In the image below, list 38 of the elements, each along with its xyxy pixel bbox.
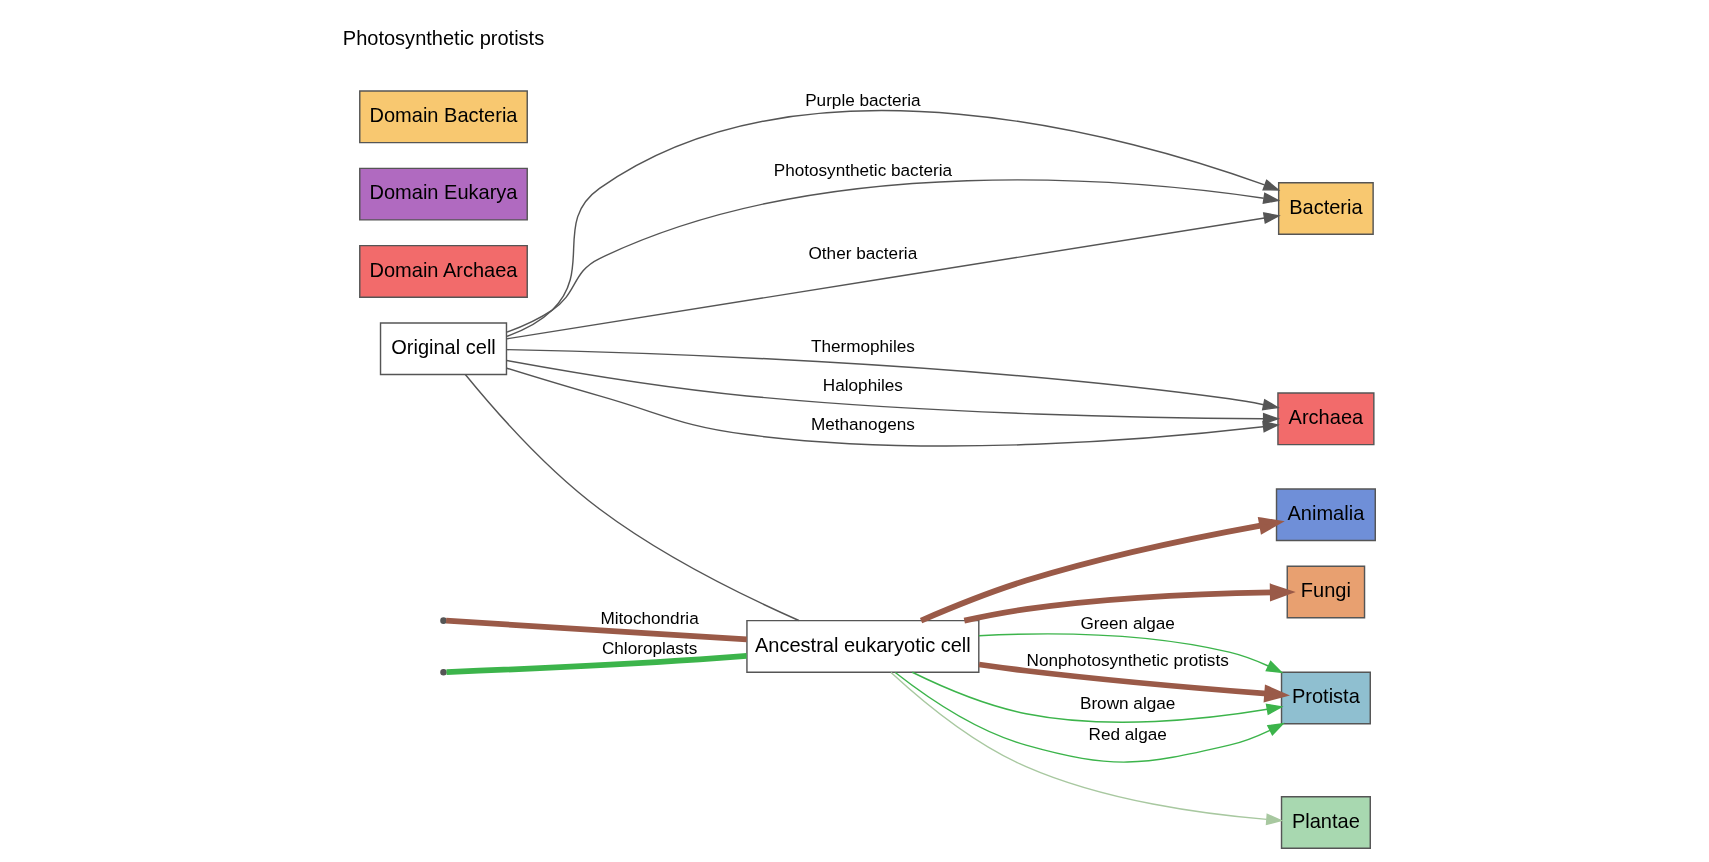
node-box: Domain Bacteria xyxy=(358,90,528,144)
connector xyxy=(464,373,800,622)
edge-label: Photosynthetic bacteria xyxy=(773,160,952,181)
edge-label: Red algae xyxy=(1088,724,1167,745)
node-box: Archaea xyxy=(1276,392,1375,446)
edge-label: Methanogens xyxy=(810,413,915,434)
node-box: Domain Archaea xyxy=(358,244,528,298)
edge-label: Brown algae xyxy=(1079,692,1175,713)
edge-label: Mitochondria xyxy=(599,608,699,629)
arrow xyxy=(505,212,1281,340)
label: Photosynthetic protists xyxy=(342,26,544,49)
edge-label: Other bacteria xyxy=(808,243,917,264)
connector xyxy=(445,653,747,675)
node-box: Bacteria xyxy=(1277,181,1374,235)
connector xyxy=(445,617,747,643)
node-box: Animalia xyxy=(1275,488,1376,542)
edge-label: Purple bacteria xyxy=(804,90,921,111)
arrow xyxy=(505,110,1280,338)
arrow xyxy=(505,348,1280,411)
arrow xyxy=(977,633,1283,674)
edge-label: Green algae xyxy=(1079,612,1175,633)
arrow xyxy=(911,671,1284,723)
node-box: Plantae xyxy=(1280,796,1371,849)
arrow xyxy=(505,179,1280,333)
node-box: Original cell xyxy=(379,322,507,376)
edge-label: Chloroplasts xyxy=(601,638,697,659)
arrow xyxy=(894,671,1285,763)
arrow xyxy=(889,671,1283,826)
node-box: Protista xyxy=(1280,671,1371,725)
arrow xyxy=(963,583,1296,624)
node-box: Ancestral eukaryotic cell xyxy=(745,619,980,673)
node-box: Domain Eukarya xyxy=(358,167,528,221)
edge-label: Nonphotosynthetic protists xyxy=(1026,649,1229,670)
arrow xyxy=(919,516,1285,624)
edge-label: Halophiles xyxy=(822,375,903,396)
arrow xyxy=(978,661,1290,703)
node-box: Fungi xyxy=(1286,565,1365,619)
edge-label: Thermophiles xyxy=(810,336,915,357)
